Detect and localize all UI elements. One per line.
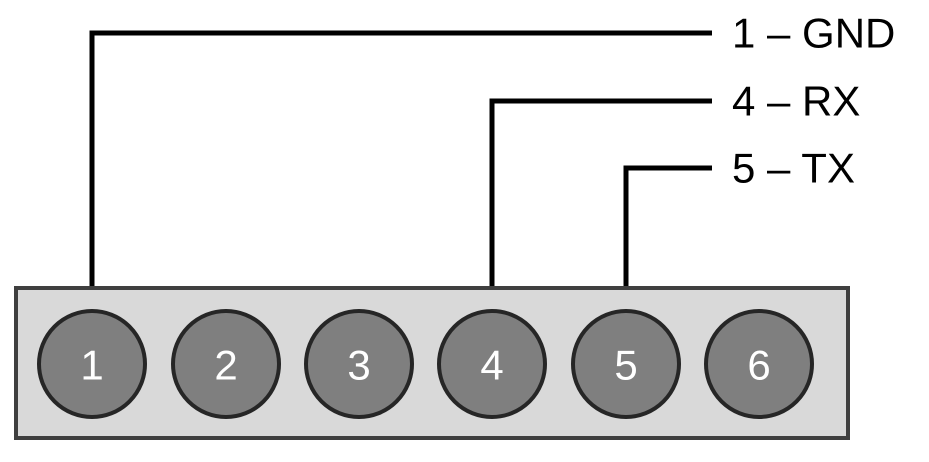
wires-layer — [89, 30, 712, 311]
pin-6-circle — [704, 309, 814, 419]
pin-1-number: 1 — [80, 342, 103, 389]
label-tx: 5 – TX — [732, 145, 855, 192]
pin-1: 1 — [37, 309, 147, 419]
wire-pin-1 — [89, 30, 712, 311]
pin-2-circle — [171, 309, 281, 419]
pin-2-number: 2 — [214, 342, 237, 389]
pin-6: 6 — [704, 309, 814, 419]
pin-5-number: 5 — [614, 342, 637, 389]
labels-layer: 1 – GND 4 – RX 5 – TX — [732, 10, 895, 192]
wire-pin-5 — [623, 165, 712, 311]
pin-4-number: 4 — [480, 342, 503, 389]
pins-layer: 1 2 3 4 5 6 — [37, 309, 814, 419]
pin-4: 4 — [437, 309, 547, 419]
pin-1-circle — [37, 309, 147, 419]
label-rx: 4 – RX — [732, 78, 860, 125]
pin-3-circle — [304, 309, 414, 419]
pin-2: 2 — [171, 309, 281, 419]
pin-3-number: 3 — [347, 342, 370, 389]
pin-5-circle — [571, 309, 681, 419]
pin-3: 3 — [304, 309, 414, 419]
pin-4-circle — [437, 309, 547, 419]
pin-6-number: 6 — [747, 342, 770, 389]
pin-5: 5 — [571, 309, 681, 419]
wire-pin-4 — [489, 98, 712, 311]
label-gnd: 1 – GND — [732, 10, 895, 57]
